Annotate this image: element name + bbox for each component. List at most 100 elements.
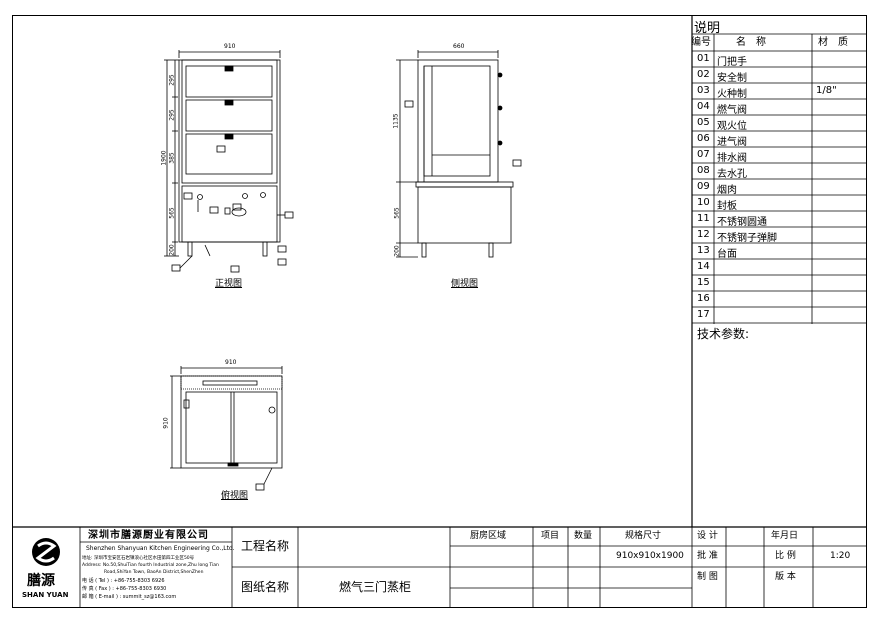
legend-row-no: 12 [697,229,710,240]
legend-title: 说明 [694,21,721,36]
legend-row-no: 08 [697,165,710,176]
legend-row-no: 15 [697,277,710,288]
legend-row-no: 03 [697,85,710,96]
front-view-label: 正视图 [215,279,243,289]
legend-header-no: 编号 [691,37,711,48]
scale-label: 比 例 [775,551,796,561]
scale-value: 1:20 [830,551,851,561]
version-label: 版 本 [775,572,796,582]
draw-label: 制 图 [697,572,718,582]
design-label: 设 计 [697,531,718,541]
logo-en: SHAN YUAN [22,591,69,599]
company-name-en: Shenzhen Shanyuan Kitchen Engineering Co… [86,545,235,552]
tech-params-label: 技术参数: [697,327,750,341]
legend-row-no: 17 [697,309,710,320]
item-label: 项目 [541,531,560,541]
side-dim-3: 200 [393,245,401,257]
legend-row-name: 封板 [717,201,737,212]
side-dim-2: 565 [393,207,401,219]
drawing-name: 燃气三门蒸柜 [339,580,412,594]
legend-row-no: 09 [697,181,710,192]
legend-header-material: 材 质 [818,37,848,48]
side-view-label: 侧视图 [451,279,479,289]
legend-row: 12 不锈钢子弹脚 [692,227,867,244]
legend-row: 11 不锈钢圆通 [692,211,867,228]
legend-row-no: 04 [697,101,710,112]
address-en-2: Road,ShiYan Town, BaoAn District,ShenZhe… [104,570,204,575]
company-name-cn: 深圳市膳源厨业有限公司 [88,530,209,541]
legend-row-no: 02 [697,69,710,80]
drawing-sheet [12,15,867,608]
tel: 电 话 ( Tel ) : +86-755-8303 6926 [82,578,165,584]
approve-label: 批 准 [697,551,718,561]
front-dim-3: 385 [168,152,176,164]
project-label: 工程名称 [241,539,290,553]
legend-row: 02 安全制 [692,67,867,84]
legend-row: 01 门把手 [692,51,867,68]
legend-row-name: 台面 [717,249,737,260]
side-dim-1: 1135 [392,113,400,129]
legend-row-no: 13 [697,245,710,256]
legend-row-name: 不锈钢圆通 [717,217,767,228]
fax: 传 真 ( Fax ) : +86-755-8303 6930 [82,586,167,592]
front-total-dim: 1900 [160,150,168,166]
email: 邮 箱 ( E-mail ) : summit_sz@163.com [82,594,177,600]
legend-row-name: 安全制 [717,73,747,84]
company-logo [32,538,60,566]
legend-row-material: 1/8" [816,85,837,96]
legend-row-no: 06 [697,133,710,144]
top-depth-dim: 910 [162,417,170,429]
spec-value: 910x910x1900 [616,551,684,561]
legend-row-no: 07 [697,149,710,160]
side-view [396,50,522,258]
legend-row: 07 排水阀 [692,147,867,164]
legend-row-name: 门把手 [717,57,747,68]
legend-row: 13 台面 [692,243,867,260]
front-dim-5: 200 [168,244,176,256]
legend-row-no: 10 [697,197,710,208]
address-en-1: Address: No.50,ShuiTian fourth Industria… [82,563,219,568]
legend-row: 10 封板 [692,195,867,212]
top-view [170,366,283,491]
date-label: 年月日 [771,531,799,541]
legend-row-name: 观火位 [717,121,747,132]
legend-row-name: 进气阀 [717,137,747,148]
legend-row: 09 烟肉 [692,179,867,196]
legend-row: 06 进气阀 [692,131,867,148]
legend-row: 08 去水孔 [692,163,867,180]
front-width-dim: 910 [224,43,236,50]
address-cn: 地址: 深圳市宝安区石岩镇浪心社区水田第四工业区50号 [82,556,195,561]
area-label: 厨房区域 [470,531,507,541]
qty-label: 数量 [574,531,593,541]
spec-label: 规格尺寸 [625,531,662,541]
legend-row-name: 去水孔 [717,169,747,180]
side-width-dim: 660 [453,43,465,50]
legend-row: 14 [692,259,867,275]
logo-cn: 膳源 [27,573,55,589]
legend-row: 03 火种制 1/8" [692,83,867,100]
front-dim-1: 295 [168,74,176,86]
legend-row-name: 燃气阀 [717,105,747,116]
legend-row-no: 05 [697,117,710,128]
legend-row-name: 排水阀 [717,153,747,164]
top-width-dim: 910 [225,359,237,366]
legend-row-no: 01 [697,53,710,64]
legend-row: 17 [692,307,867,323]
legend-row: 04 燃气阀 [692,99,867,116]
legend-row-name: 不锈钢子弹脚 [717,233,777,244]
drawing-label: 图纸名称 [241,580,290,594]
legend-row-no: 16 [697,293,710,304]
legend-row-name: 火种制 [717,89,747,100]
front-dim-4: 565 [168,207,176,219]
legend-row: 05 观火位 [692,115,867,132]
legend-row-no: 14 [697,261,710,272]
legend-row: 15 [692,275,867,291]
front-dim-2: 295 [168,109,176,121]
legend-row-no: 11 [697,213,710,224]
top-view-label: 俯视图 [221,491,249,501]
front-view [164,50,294,273]
legend-header-name: 名 称 [736,37,766,48]
title-block-lines [12,526,867,608]
legend-row-name: 烟肉 [717,185,737,196]
